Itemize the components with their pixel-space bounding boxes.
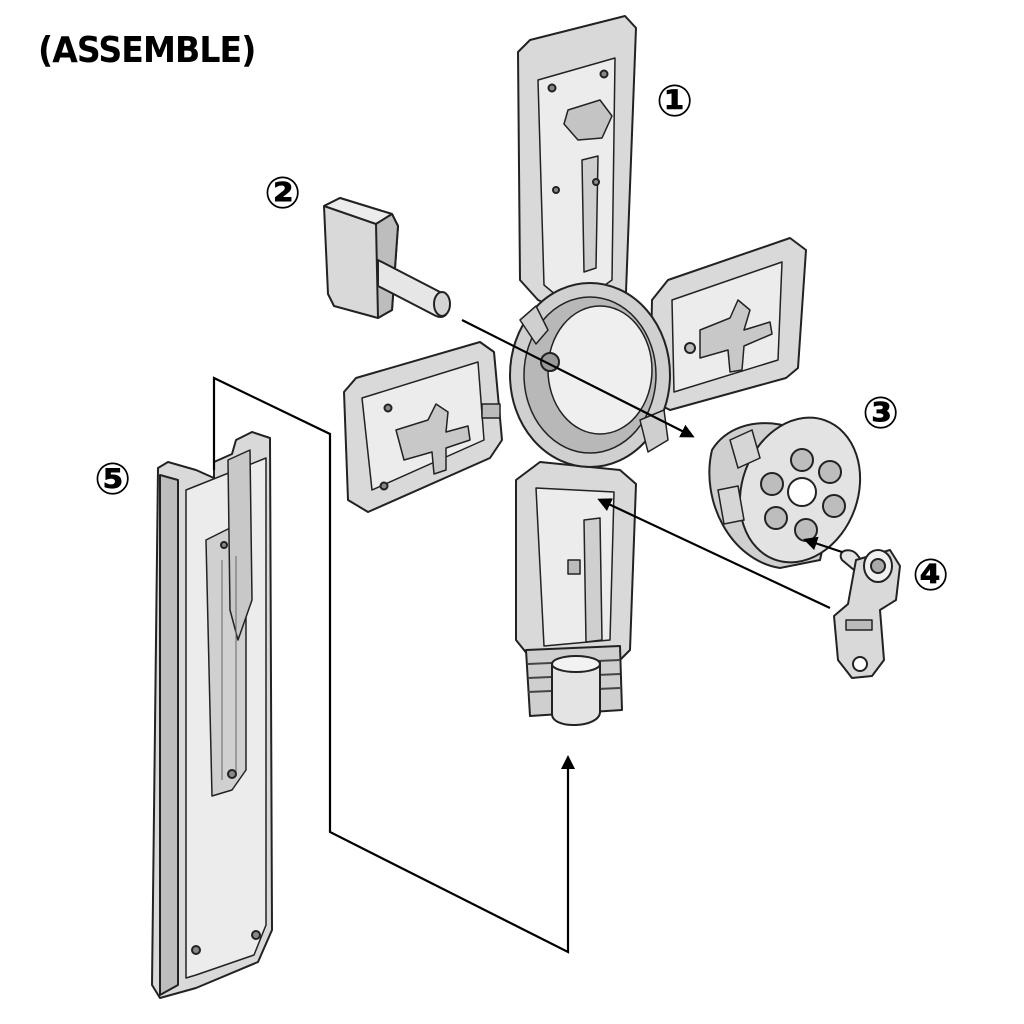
part-4-axle-clip (833, 549, 901, 679)
part-1-cross-frame (343, 15, 807, 727)
part-5-handle-cover (151, 431, 273, 999)
arrow-cover-to-pommel (212, 376, 575, 954)
part-number-2: ② (264, 168, 302, 219)
part-number-3: ③ (862, 388, 900, 439)
part-number-5: ⑤ (94, 454, 132, 505)
diagram-title: (ASSEMBLE) (38, 30, 256, 71)
part-number-4: ④ (912, 550, 950, 601)
part-3-revolver-cylinder (708, 416, 862, 570)
part-2-peg (323, 197, 451, 319)
part-number-1: ① (656, 76, 694, 127)
arrow-clip-to-cylinder (803, 536, 843, 554)
arrow-clip-to-frame (597, 498, 831, 609)
leader-lines (212, 319, 843, 954)
arrow-peg-to-cylinder (461, 319, 695, 438)
